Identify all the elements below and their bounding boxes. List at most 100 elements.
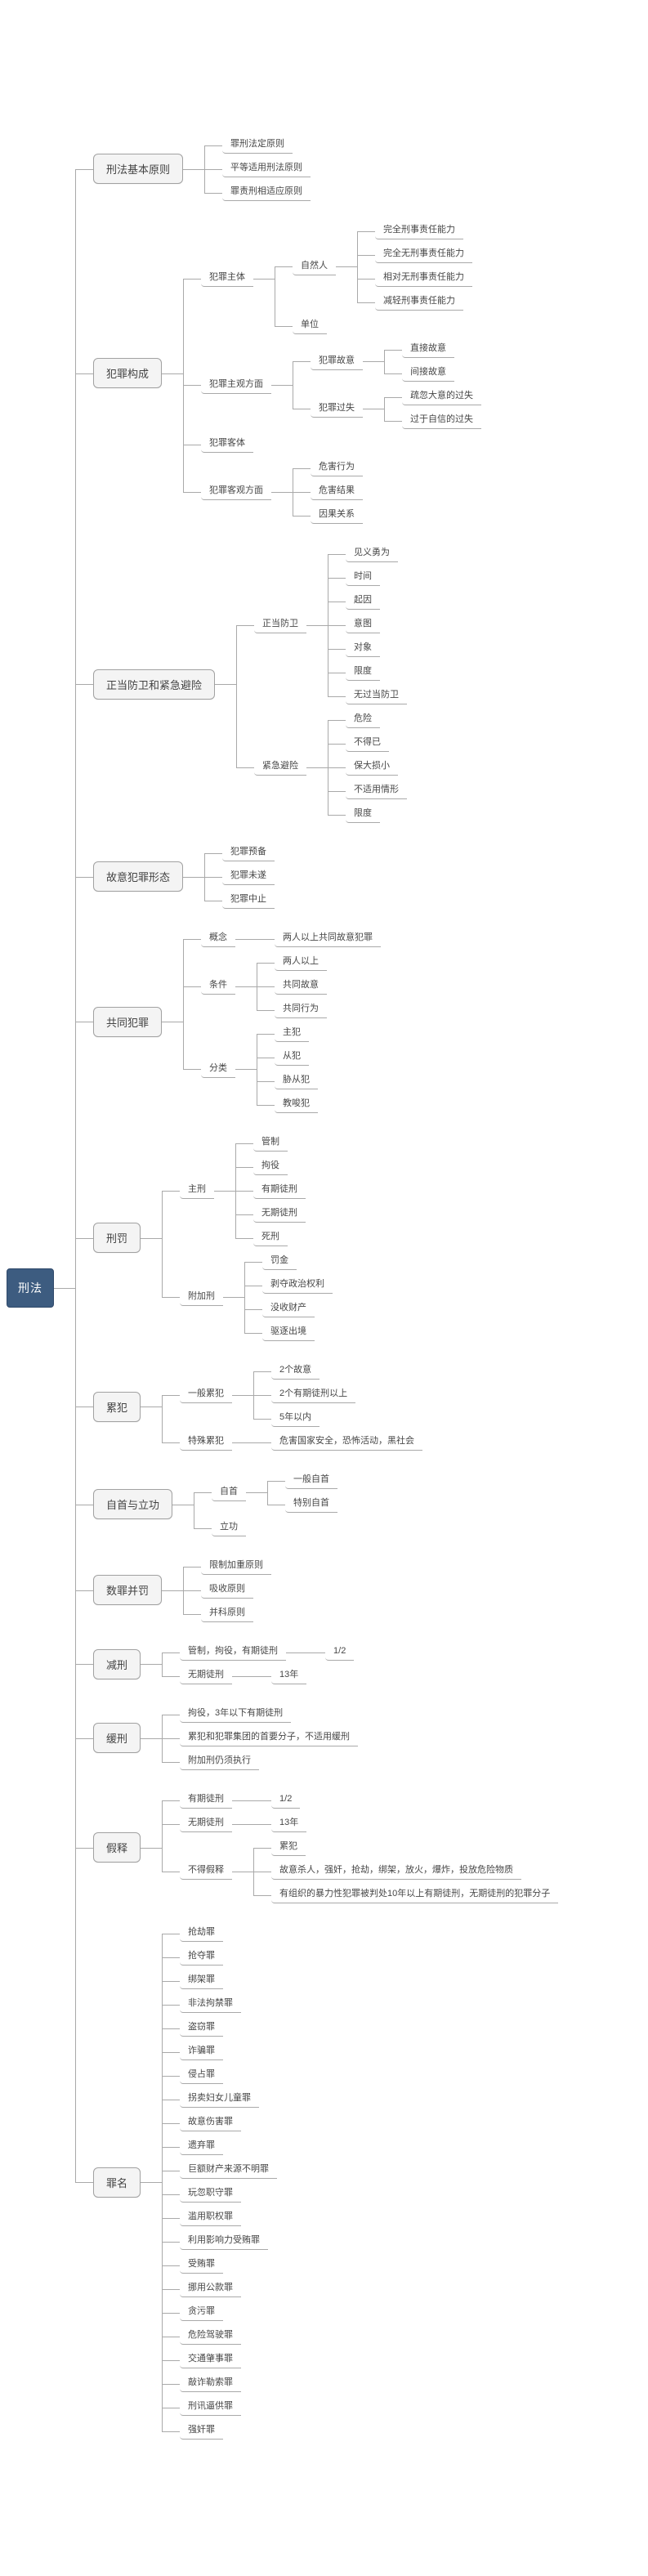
topic-label[interactable]: 保大损小 xyxy=(346,758,399,776)
topic-label[interactable]: 罪刑法定原则 xyxy=(222,136,293,154)
topic-label[interactable]: 自首 xyxy=(212,1484,247,1501)
topic-label[interactable]: 紧急避险 xyxy=(254,758,307,776)
topic-label[interactable]: 对象 xyxy=(346,640,381,657)
topic-label[interactable]: 有期徒刑 xyxy=(180,1791,233,1809)
topic-label[interactable]: 过于自信的过失 xyxy=(402,412,482,429)
topic-label[interactable]: 犯罪客观方面 xyxy=(201,483,272,500)
topic-label[interactable]: 13年 xyxy=(271,1815,307,1832)
topic-label[interactable]: 不得已 xyxy=(346,735,390,752)
topic-label[interactable]: 1/2 xyxy=(271,1791,301,1809)
topic-label[interactable]: 无期徒刑 xyxy=(253,1205,306,1223)
topic-label[interactable]: 罚金 xyxy=(262,1253,297,1270)
topic-label[interactable]: 分类 xyxy=(201,1061,236,1078)
topic-label[interactable]: 自首与立功 xyxy=(93,1489,173,1519)
topic-label[interactable]: 减轻刑事责任能力 xyxy=(375,293,464,311)
topic-label[interactable]: 从犯 xyxy=(275,1049,310,1066)
topic-label[interactable]: 犯罪中止 xyxy=(222,892,275,909)
topic-label[interactable]: 累犯 xyxy=(271,1839,306,1856)
topic-label[interactable]: 正当防卫 xyxy=(254,616,307,633)
root-topic-label[interactable]: 刑法 xyxy=(7,1268,54,1308)
topic-label[interactable]: 故意杀人，强奸，抢劫，绑架，放火，爆炸，投放危险物质 xyxy=(271,1863,522,1880)
topic-label[interactable]: 犯罪预备 xyxy=(222,844,275,861)
topic-label[interactable]: 犯罪过失 xyxy=(311,400,364,418)
topic-label[interactable]: 限度 xyxy=(346,806,381,823)
topic-label[interactable]: 危害国家安全，恐怖活动，黑社会 xyxy=(271,1433,423,1451)
topic-label[interactable]: 遗弃罪 xyxy=(180,2138,224,2155)
topic-label[interactable]: 2个有期徒刑以上 xyxy=(271,1386,356,1403)
topic-label[interactable]: 有期徒刑 xyxy=(253,1182,306,1199)
topic-label[interactable]: 5年以内 xyxy=(271,1410,320,1427)
topic-label[interactable]: 拘役，3年以下有期徒刑 xyxy=(180,1706,292,1723)
topic-label[interactable]: 间接故意 xyxy=(402,364,455,382)
topic-label[interactable]: 受贿罪 xyxy=(180,2256,224,2274)
topic-label[interactable]: 数罪并罚 xyxy=(93,1575,163,1605)
topic-label[interactable]: 犯罪构成 xyxy=(93,358,163,388)
topic-label[interactable]: 犯罪未遂 xyxy=(222,868,275,885)
topic-label[interactable]: 假释 xyxy=(93,1832,141,1863)
topic-label[interactable]: 抢夺罪 xyxy=(180,1948,224,1966)
topic-label[interactable]: 绑架罪 xyxy=(180,1972,224,1989)
topic-label[interactable]: 罪责刑相适应原则 xyxy=(222,184,311,201)
topic-label[interactable]: 罪名 xyxy=(93,2167,141,2198)
topic-label[interactable]: 拐卖妇女儿童罪 xyxy=(180,2091,260,2108)
topic-label[interactable]: 拘役 xyxy=(253,1158,288,1175)
topic-label[interactable]: 完全无刑事责任能力 xyxy=(375,246,473,263)
topic-label[interactable]: 死刑 xyxy=(253,1229,288,1246)
topic-label[interactable]: 玩忽职守罪 xyxy=(180,2185,242,2203)
topic-label[interactable]: 两人以上 xyxy=(275,954,328,971)
topic-label[interactable]: 2个故意 xyxy=(271,1362,320,1380)
topic-label[interactable]: 主刑 xyxy=(180,1182,215,1199)
topic-label[interactable]: 贪污罪 xyxy=(180,2304,224,2321)
topic-label[interactable]: 不得假释 xyxy=(180,1863,233,1880)
topic-label[interactable]: 不适用情形 xyxy=(346,782,408,799)
topic-label[interactable]: 共同犯罪 xyxy=(93,1006,163,1037)
topic-label[interactable]: 单位 xyxy=(293,317,328,334)
topic-label[interactable]: 疏忽大意的过失 xyxy=(402,388,482,405)
topic-label[interactable]: 立功 xyxy=(212,1519,247,1536)
topic-label[interactable]: 平等适用刑法原则 xyxy=(222,160,311,177)
topic-label[interactable]: 共同行为 xyxy=(275,1001,328,1018)
topic-label[interactable]: 抢劫罪 xyxy=(180,1925,224,1942)
topic-label[interactable]: 巨额财产来源不明罪 xyxy=(180,2162,278,2179)
topic-label[interactable]: 主犯 xyxy=(275,1025,310,1042)
topic-label[interactable]: 挪用公款罪 xyxy=(180,2280,242,2297)
topic-label[interactable]: 故意犯罪形态 xyxy=(93,861,184,892)
topic-label[interactable]: 相对无刑事责任能力 xyxy=(375,270,473,287)
topic-label[interactable]: 驱逐出境 xyxy=(262,1324,315,1341)
topic-label[interactable]: 滥用职权罪 xyxy=(180,2209,242,2226)
topic-label[interactable]: 无过当防卫 xyxy=(346,687,408,704)
topic-label[interactable]: 敲诈勒索罪 xyxy=(180,2375,242,2392)
topic-label[interactable]: 交通肇事罪 xyxy=(180,2351,242,2368)
topic-label[interactable]: 刑法基本原则 xyxy=(93,154,184,184)
topic-label[interactable]: 管制 xyxy=(253,1134,288,1152)
topic-label[interactable]: 条件 xyxy=(201,977,236,995)
topic-label[interactable]: 1/2 xyxy=(325,1644,355,1661)
topic-label[interactable]: 累犯 xyxy=(93,1391,141,1422)
topic-label[interactable]: 犯罪客体 xyxy=(201,436,254,453)
topic-label[interactable]: 没收财产 xyxy=(262,1300,315,1317)
topic-label[interactable]: 盗窃罪 xyxy=(180,2019,224,2037)
topic-label[interactable]: 因果关系 xyxy=(311,507,364,524)
topic-label[interactable]: 见义勇为 xyxy=(346,545,399,562)
topic-label[interactable]: 缓刑 xyxy=(93,1723,141,1753)
topic-label[interactable]: 侵占罪 xyxy=(180,2067,224,2084)
topic-label[interactable]: 利用影响力受贿罪 xyxy=(180,2233,269,2250)
topic-label[interactable]: 意图 xyxy=(346,616,381,633)
topic-label[interactable]: 限制加重原则 xyxy=(201,1558,272,1575)
topic-label[interactable]: 胁从犯 xyxy=(275,1072,319,1089)
topic-label[interactable]: 剥夺政治权利 xyxy=(262,1277,333,1294)
topic-label[interactable]: 附加刑 xyxy=(180,1289,224,1306)
topic-label[interactable]: 有组织的暴力性犯罪被判处10年以上有期徒刑，无期徒刑的犯罪分子 xyxy=(271,1886,559,1903)
topic-label[interactable]: 自然人 xyxy=(293,258,337,275)
topic-label[interactable]: 两人以上共同故意犯罪 xyxy=(275,930,382,947)
topic-label[interactable]: 正当防卫和紧急避险 xyxy=(93,669,216,700)
topic-label[interactable]: 刑讯逼供罪 xyxy=(180,2399,242,2416)
topic-label[interactable]: 危险 xyxy=(346,711,381,728)
topic-label[interactable]: 无期徒刑 xyxy=(180,1815,233,1832)
topic-label[interactable]: 共同故意 xyxy=(275,977,328,995)
topic-label[interactable]: 犯罪主观方面 xyxy=(201,377,272,394)
topic-label[interactable]: 减刑 xyxy=(93,1648,141,1679)
topic-label[interactable]: 犯罪主体 xyxy=(201,270,254,287)
topic-label[interactable]: 时间 xyxy=(346,569,381,586)
topic-label[interactable]: 附加刑仍须执行 xyxy=(180,1753,260,1770)
